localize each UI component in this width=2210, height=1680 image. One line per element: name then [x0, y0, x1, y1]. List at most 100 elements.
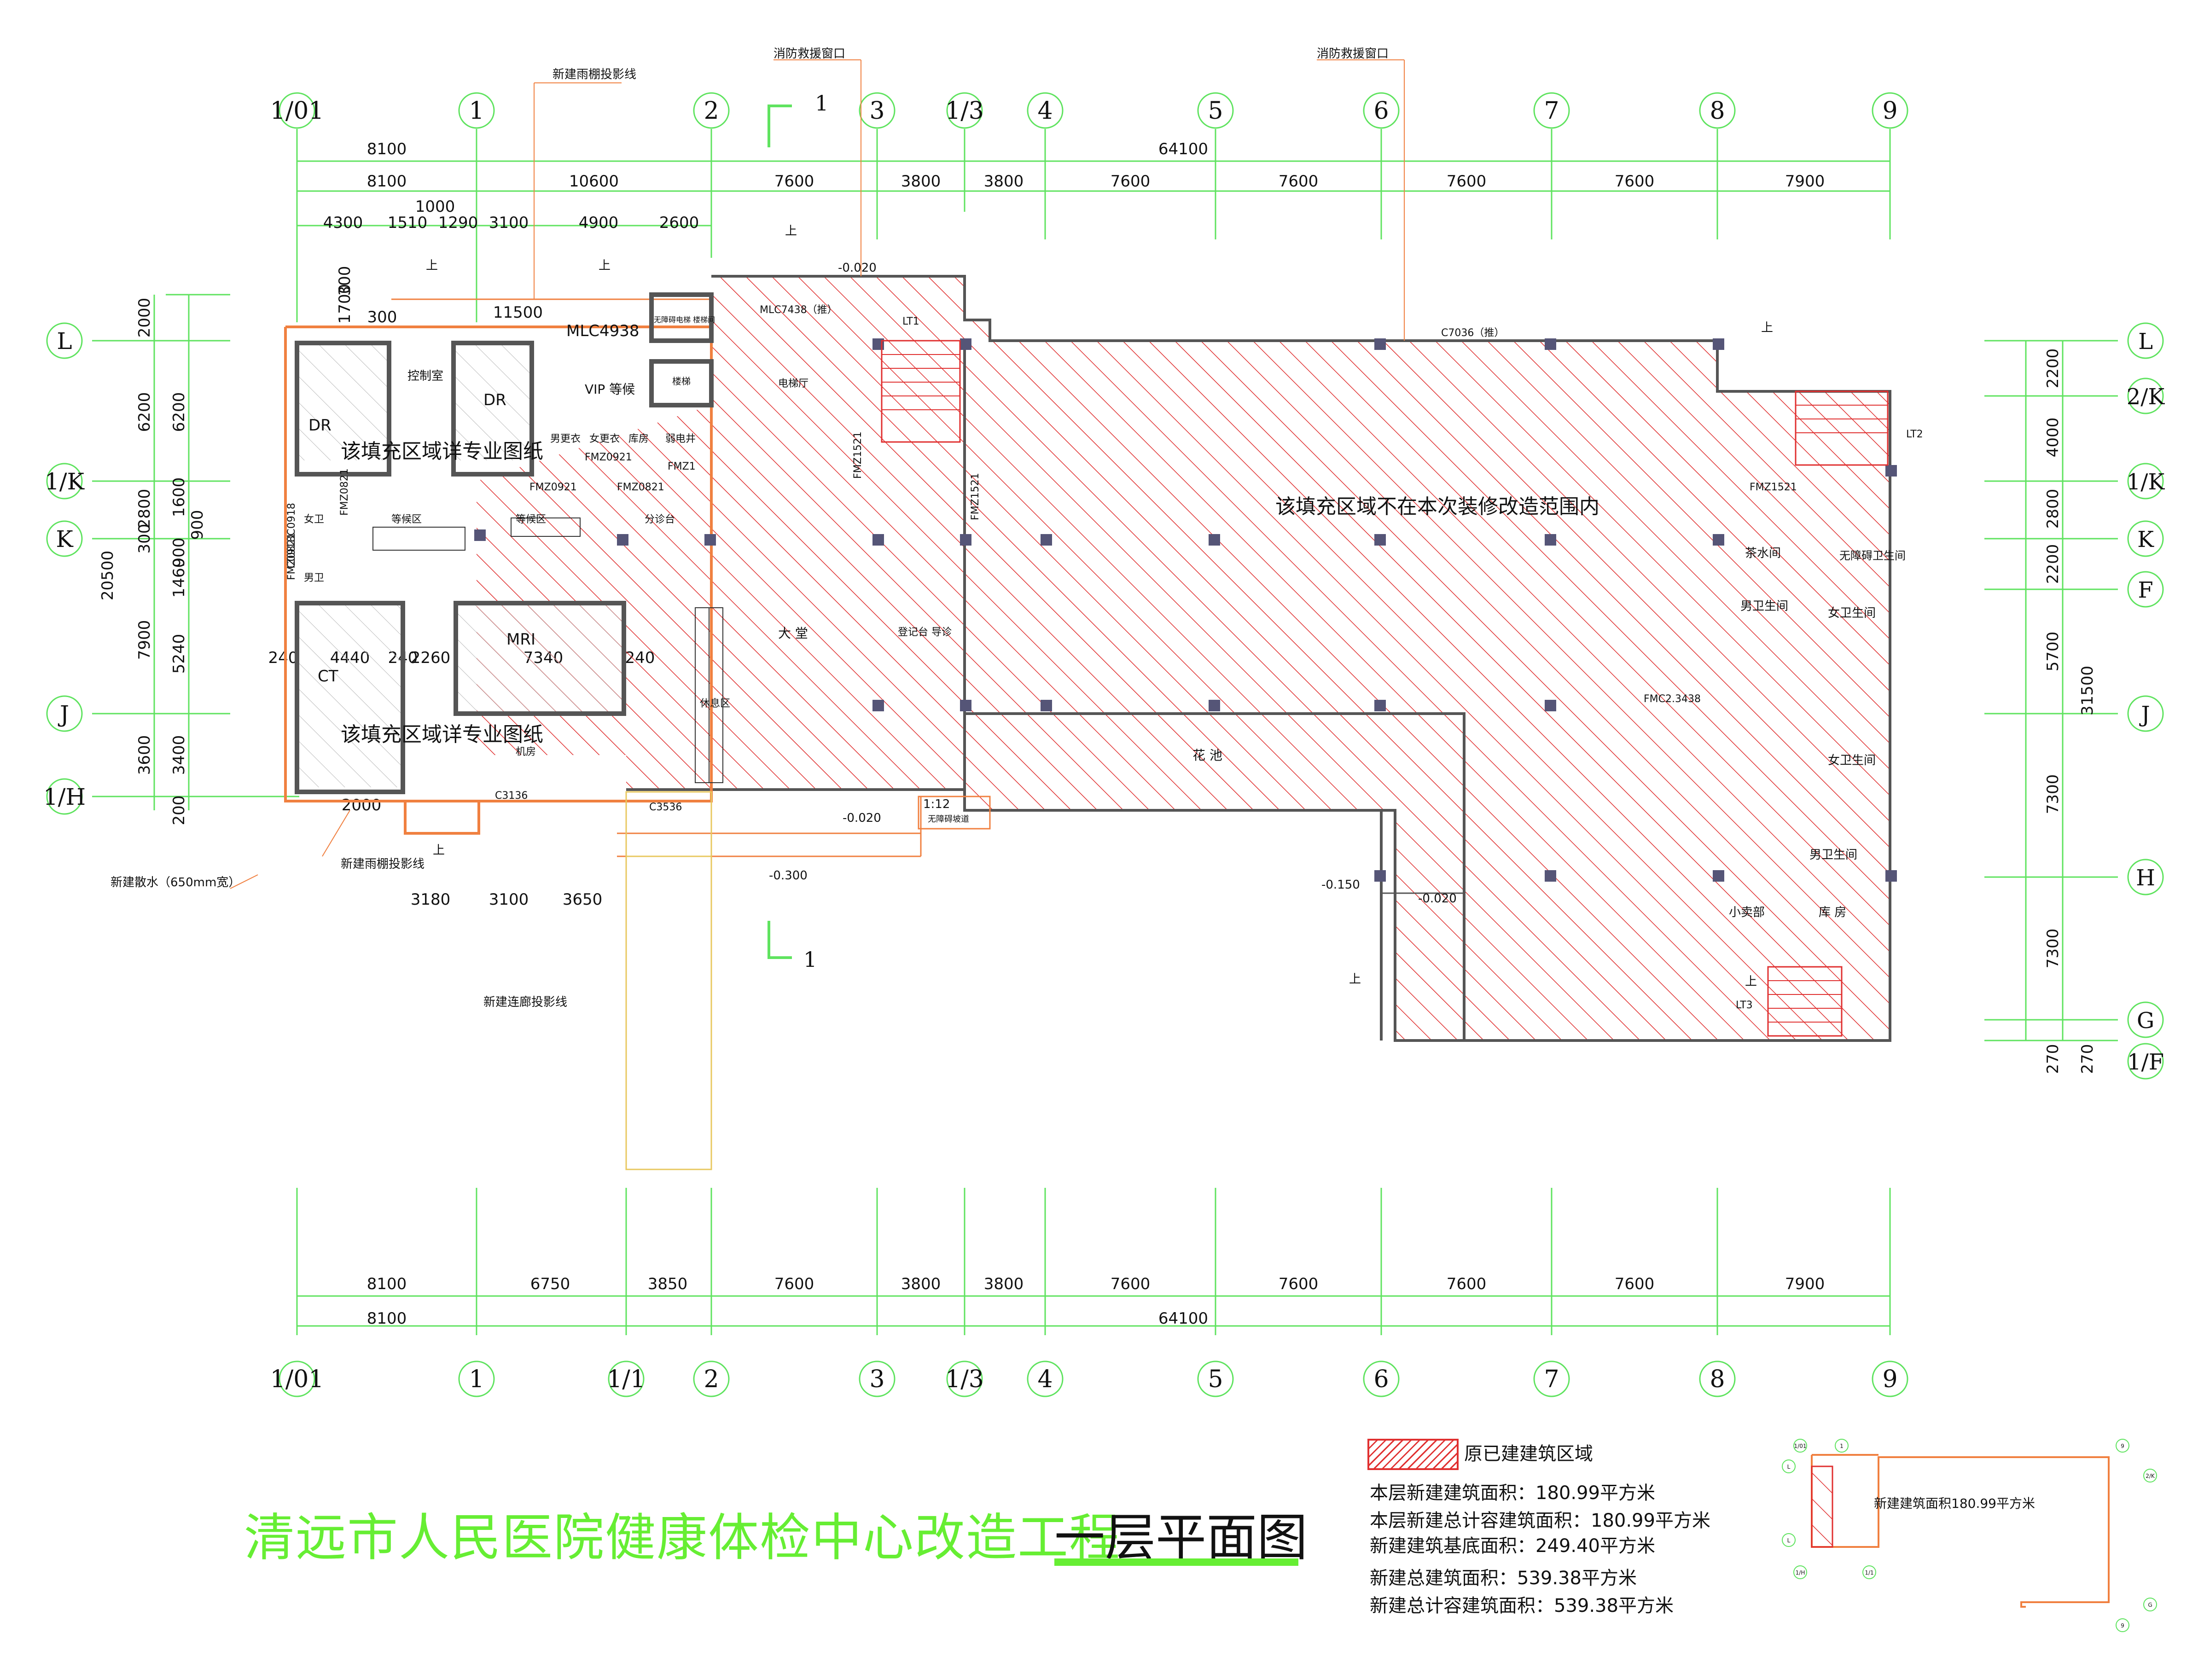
fill-detail-label: 该填充区域详专业图纸 — [341, 723, 543, 746]
drawing-subtitle: 一层平面图 — [1054, 1508, 1308, 1567]
dim-text: 3180 — [411, 890, 451, 909]
room-control: 控制室 — [407, 369, 443, 383]
room-shop: 小卖部 — [1729, 906, 1765, 919]
bottom-axis-label: 2 — [704, 1366, 719, 1393]
dim-text: 4000 — [2044, 418, 2062, 458]
dim-text: 2800 — [135, 489, 154, 529]
bottom-axis-label: 1/1 — [607, 1366, 646, 1393]
bottom-axis-label: 5 — [1208, 1366, 1223, 1393]
room-mri: MRI — [506, 630, 535, 649]
dim-text: 7600 — [1447, 172, 1487, 191]
level-mark: -0.020 — [843, 811, 881, 825]
fire-rescue-label: 消防救援窗口 — [1317, 47, 1389, 61]
room-vip: VIP 等候 — [585, 382, 635, 397]
dim-text: 3100 — [489, 890, 529, 909]
key-axis: 9 — [2121, 1443, 2124, 1449]
dim-text: 270 — [2044, 1044, 2062, 1074]
room-change: 女更衣 — [589, 433, 620, 445]
window-code: C0918C0918 — [286, 503, 297, 569]
right-axis-label: 1/K — [2127, 469, 2165, 495]
key-axis: 2/K — [2146, 1473, 2155, 1479]
dim-text: 64100 — [1158, 1309, 1208, 1328]
up-label: 上 — [433, 843, 445, 857]
dim-text: 8100 — [367, 1275, 407, 1293]
area-stat: 本层新建总计容建筑面积：180.99平方米 — [1370, 1510, 1710, 1531]
room-lt: LT3 — [1736, 1000, 1753, 1011]
room-male-wc: 男卫生间 — [1740, 599, 1788, 613]
top-axis-label: 7 — [1544, 97, 1559, 125]
dim-text: 1600 — [170, 477, 188, 517]
dim-text: 270 — [2078, 1044, 2097, 1074]
room-machine: 机房 — [516, 746, 536, 758]
door-code: FMZ1521 — [852, 431, 864, 479]
right-axis-bubbles — [2127, 322, 2164, 1080]
top-axis-label: 8 — [1710, 97, 1725, 125]
dim-text: 2260 — [411, 649, 451, 667]
dim-text: 10600 — [569, 172, 619, 191]
dim-text: 2800 — [2044, 489, 2062, 529]
canopy-top-label: 新建雨棚投影线 — [552, 68, 636, 81]
bottom-axis-label: 1/3 — [945, 1366, 984, 1393]
level-mark: -0.020 — [1418, 892, 1457, 906]
left-axis-label: 1/H — [43, 784, 86, 810]
dim-text: 7600 — [1111, 172, 1151, 191]
top-axis-label: 1/3 — [945, 97, 984, 125]
top-axis-label: 1 — [469, 97, 484, 125]
left-axis-bubbles — [46, 322, 83, 815]
top-axis-label: 3 — [869, 97, 884, 125]
dim-text: 7600 — [774, 1275, 814, 1293]
up-label: 上 — [785, 224, 797, 238]
room-stair: 楼梯 — [672, 376, 691, 387]
key-plan-label: 新建建筑面积180.99平方米 — [1874, 1496, 2035, 1511]
corridor-label: 新建连廊投影线 — [483, 995, 567, 1009]
dim-text: 2000 — [342, 796, 382, 814]
up-label: 上 — [1761, 321, 1773, 335]
top-axis-bubbles — [279, 92, 1908, 129]
key-axis: 1 — [1840, 1443, 1844, 1449]
legend-label: 原已建建筑区域 — [1464, 1443, 1593, 1465]
dim-text: 2600 — [659, 214, 699, 232]
canopy-bottom-label: 新建雨棚投影线 — [341, 857, 425, 871]
room-triage: 分诊台 — [645, 514, 675, 525]
rest-seats — [372, 517, 723, 783]
dim-text: 1290 — [438, 214, 478, 232]
section-mark-label: 1 — [803, 947, 817, 972]
room-store: 库 房 — [1819, 906, 1846, 919]
dim-text: 7600 — [1447, 1275, 1487, 1293]
right-axis-label: 2/K — [2127, 384, 2165, 410]
room-lt: LT2 — [1906, 429, 1923, 440]
dim-text: 5700 — [2044, 632, 2062, 672]
dim-text: 64100 — [1158, 140, 1208, 158]
right-axis-label: L — [2138, 329, 2153, 355]
drawing-title: 清远市人民医院健康体检中心改造工程 — [244, 1508, 1121, 1567]
leader-lines — [230, 59, 1405, 889]
dim-text: 3650 — [563, 890, 603, 909]
door-code: FMZ0921 — [585, 452, 632, 463]
dim-text: 1460 — [170, 558, 188, 598]
top-axis-label: 9 — [1882, 97, 1897, 125]
bottom-axis-label: 9 — [1882, 1366, 1897, 1393]
building-walls — [626, 275, 1891, 1042]
bottom-axis-label: 3 — [869, 1366, 884, 1393]
dim-text: 3800 — [901, 1275, 941, 1293]
room-barrier-free-wc: 无障碍卫生间 — [1839, 549, 1906, 562]
dim-text: 20500 — [99, 551, 117, 600]
right-axis-label: G — [2137, 1008, 2154, 1034]
dim-text: 7900 — [1785, 172, 1825, 191]
bottom-axis-label: 7 — [1544, 1366, 1559, 1393]
room-wait: 等候区 — [516, 514, 546, 525]
room-male-wc: 男卫生间 — [1809, 848, 1857, 862]
door-code: FMZ0821 — [617, 482, 664, 493]
room-hall: 大 堂 — [778, 626, 808, 641]
room-female-wc: 女卫生间 — [1828, 754, 1876, 767]
level-mark: -0.150 — [1321, 878, 1360, 892]
door-code: FMZ0821 — [339, 468, 350, 516]
window-code: MLC4938 — [566, 322, 640, 340]
up-label: 上 — [1349, 972, 1361, 986]
room-weak-elec: 弱电井 — [665, 433, 696, 445]
dim-text: 900 — [188, 510, 207, 540]
room-storage: 库房 — [628, 433, 649, 445]
left-axis-label: 1/K — [45, 468, 85, 495]
room-register: 登记台 导诊 — [898, 627, 952, 638]
